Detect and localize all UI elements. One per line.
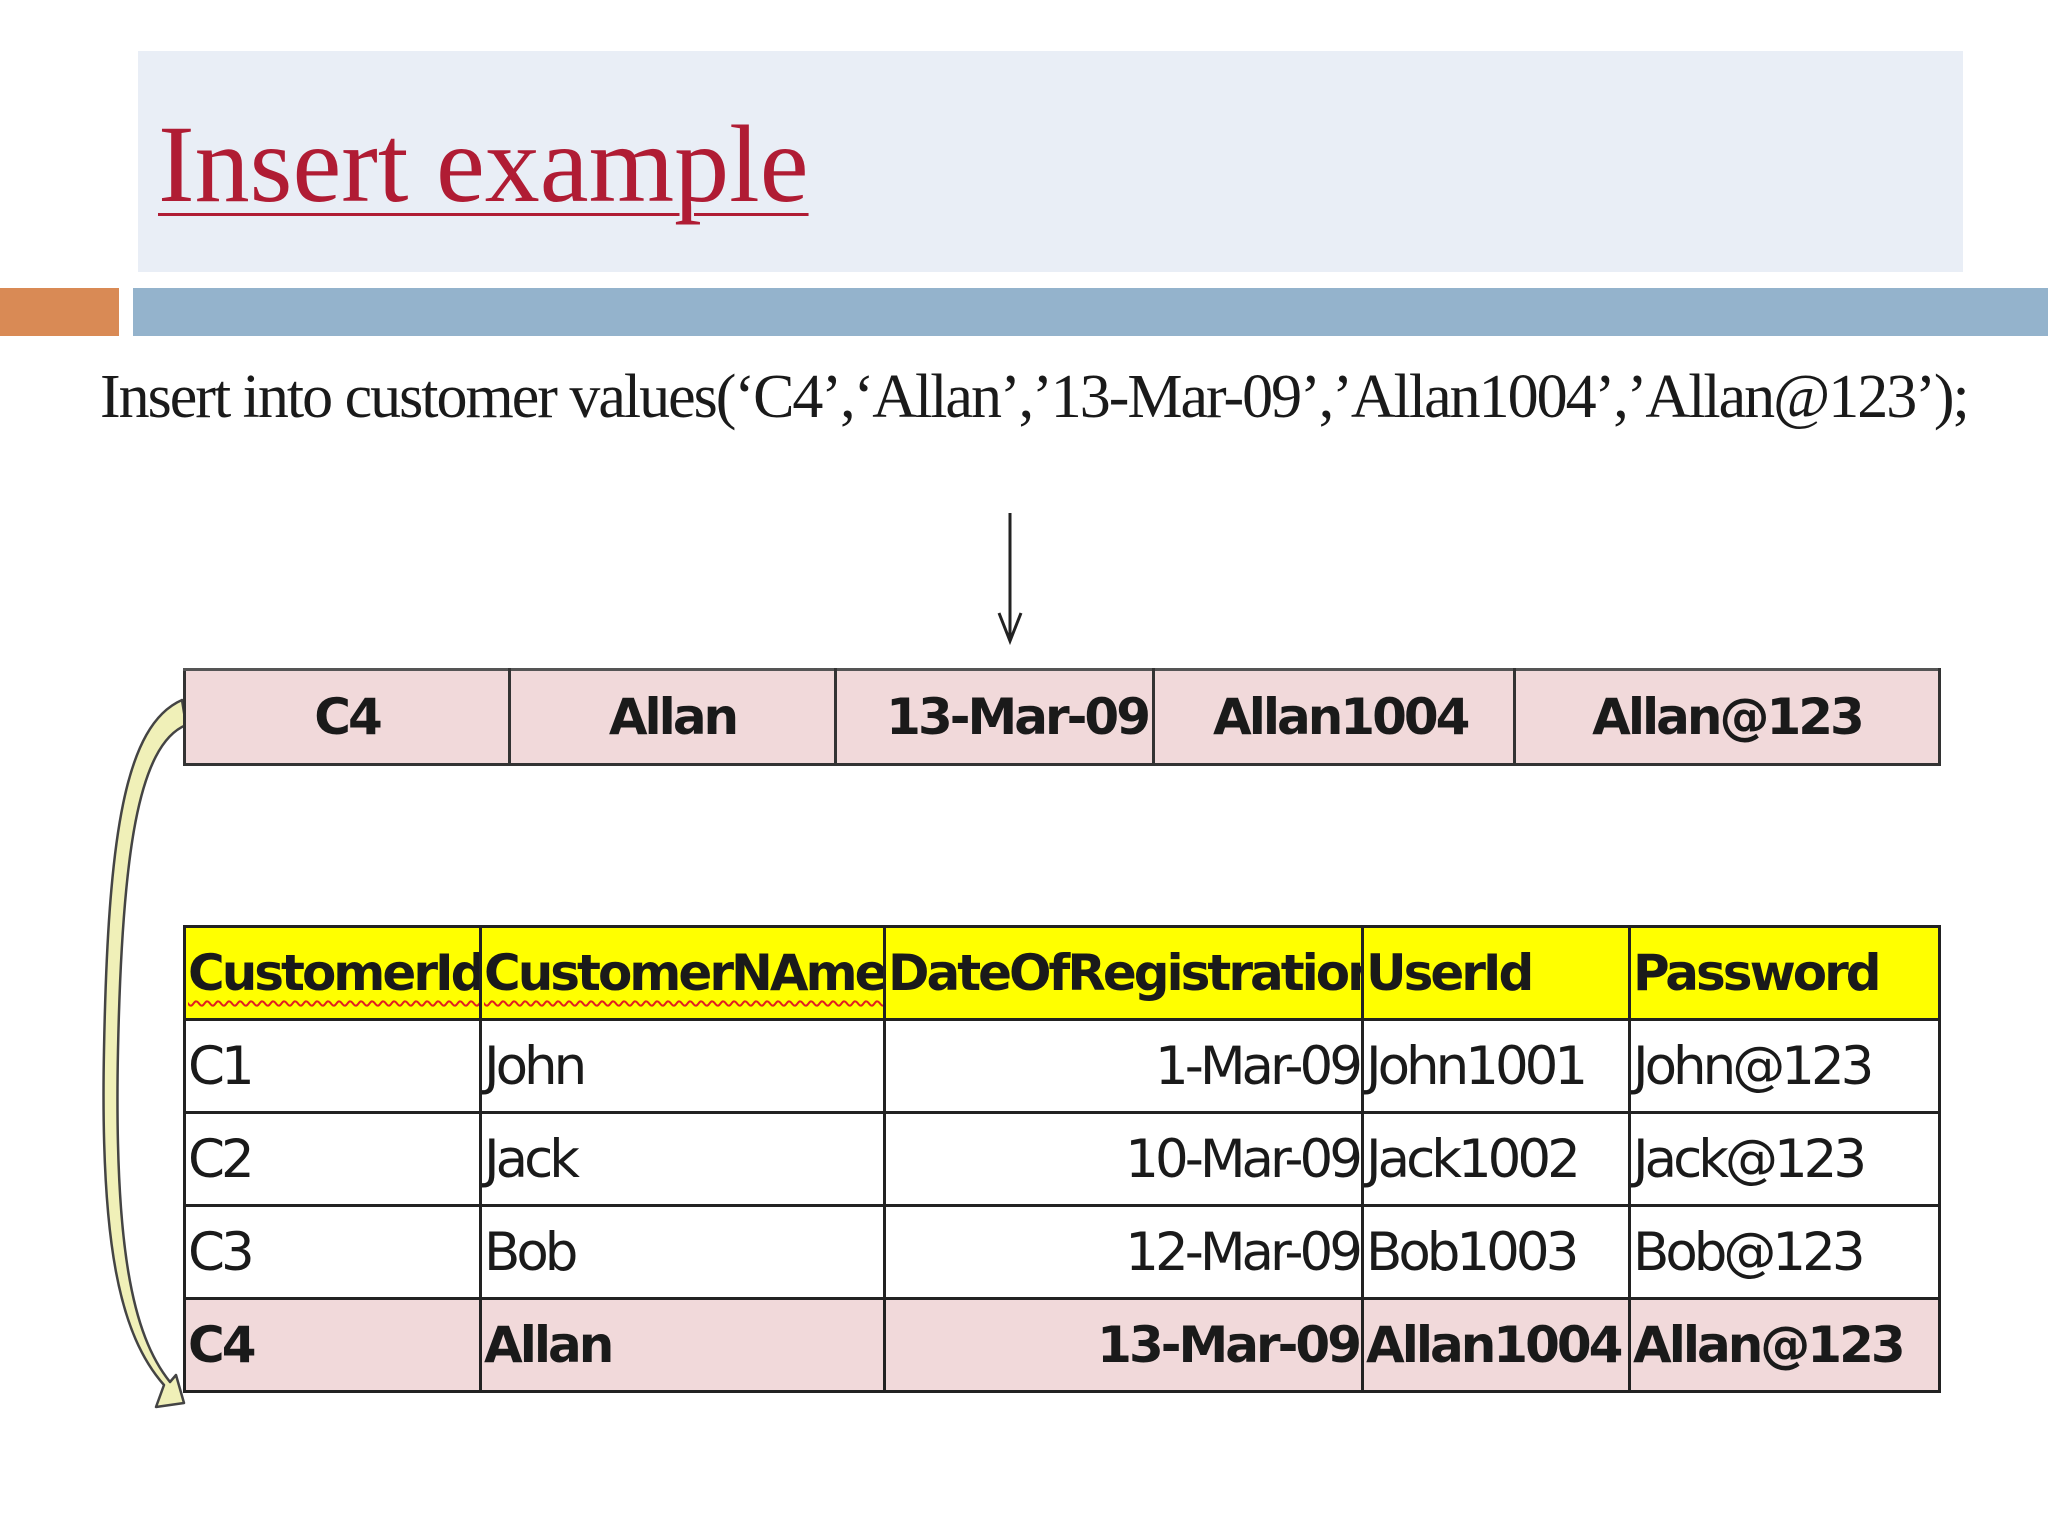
new-row-table: C4 Allan 13-Mar-09 Allan1004 Allan@123 <box>183 668 1941 766</box>
table-cell: 13-Mar-09 <box>883 1297 1364 1393</box>
table-row: C2 Jack 10-Mar-09 Jack1002 Jack@123 <box>183 1111 1941 1207</box>
column-header: Password <box>1628 925 1941 1021</box>
accent-bar-orange <box>0 288 119 336</box>
column-header: CustomerNAme <box>479 925 886 1021</box>
new-row-cell: Allan1004 <box>1152 668 1516 766</box>
table-cell: Allan1004 <box>1361 1297 1631 1393</box>
new-row-cell: Allan@123 <box>1513 668 1941 766</box>
table-cell: C1 <box>183 1018 482 1114</box>
curved-arrow-icon <box>102 698 188 1409</box>
table-cell: Bob@123 <box>1628 1204 1941 1300</box>
table-cell: 1-Mar-09 <box>883 1018 1364 1114</box>
table-cell: Jack <box>479 1111 886 1207</box>
table-cell: John <box>479 1018 886 1114</box>
new-row-cell: Allan <box>508 668 837 766</box>
table-row: C1 John 1-Mar-09 John1001 John@123 <box>183 1018 1941 1114</box>
table-cell: 10-Mar-09 <box>883 1111 1364 1207</box>
new-row: C4 Allan 13-Mar-09 Allan1004 Allan@123 <box>183 668 1941 766</box>
slide-title: Insert example <box>158 103 809 225</box>
column-header: CustomerId <box>183 925 482 1021</box>
column-header: DateOfRegistration <box>883 925 1364 1021</box>
table-cell: C4 <box>183 1297 482 1393</box>
column-header: UserId <box>1361 925 1631 1021</box>
accent-bar-blue <box>133 288 2048 336</box>
table-cell: Bob1003 <box>1361 1204 1631 1300</box>
new-row-cell: 13-Mar-09 <box>834 668 1155 766</box>
table-cell: 12-Mar-09 <box>883 1204 1364 1300</box>
table-row: C3 Bob 12-Mar-09 Bob1003 Bob@123 <box>183 1204 1941 1300</box>
new-row-cell: C4 <box>183 668 511 766</box>
title-box: Insert example <box>138 51 1963 272</box>
table-cell: John1001 <box>1361 1018 1631 1114</box>
inserted-table-row: C4 Allan 13-Mar-09 Allan1004 Allan@123 <box>183 1297 1941 1393</box>
table-cell: Allan@123 <box>1628 1297 1941 1393</box>
table-cell: C2 <box>183 1111 482 1207</box>
table-cell: Allan <box>479 1297 886 1393</box>
table-cell: Jack@123 <box>1628 1111 1941 1207</box>
down-arrow-icon <box>997 513 1023 645</box>
table-cell: Bob <box>479 1204 886 1300</box>
table-cell: C3 <box>183 1204 482 1300</box>
sql-insert-statement: Insert into customer values(‘C4’,‘Allan’… <box>100 363 1970 431</box>
table-header-row: CustomerId CustomerNAme DateOfRegistrati… <box>183 925 1941 1021</box>
table-cell: Jack1002 <box>1361 1111 1631 1207</box>
table-cell: John@123 <box>1628 1018 1941 1114</box>
customer-table: CustomerId CustomerNAme DateOfRegistrati… <box>183 925 1941 1393</box>
